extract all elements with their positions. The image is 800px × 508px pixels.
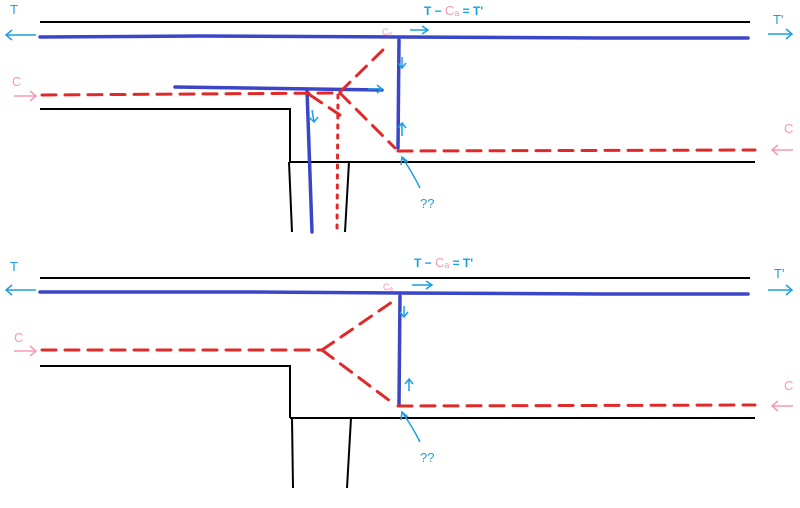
bottom-branch-right-wall xyxy=(346,417,352,489)
bottom-arrow-right-C xyxy=(770,400,793,412)
bottom-node-label: Cₐ xyxy=(383,282,393,292)
top-red-left-flow xyxy=(40,91,342,97)
bottom-question-label: ?? xyxy=(420,450,434,465)
bottom-equation-part1: T − xyxy=(414,256,435,270)
top-blue-vertical-branch xyxy=(305,88,314,234)
top-node-label: Cₐ xyxy=(382,27,392,37)
diagram-top: T T' C C T − Cₐ = T' Cₐ ?? xyxy=(4,2,794,234)
top-blue-inner-line xyxy=(173,85,384,92)
top-arrow-up-small xyxy=(397,121,407,136)
top-equation-part1: T − xyxy=(424,4,445,18)
top-branch-left-wall xyxy=(288,161,293,233)
top-arrow-node-right xyxy=(410,25,430,35)
top-arrow-branch-down xyxy=(308,109,319,124)
top-label-T-left: T xyxy=(10,2,18,17)
top-arrow-left-C xyxy=(14,90,38,102)
bottom-arrow-node-right xyxy=(412,280,434,290)
top-arrow-left-T xyxy=(4,29,36,41)
top-blue-main-line xyxy=(38,34,750,40)
bottom-blue-main-line xyxy=(38,290,750,296)
bottom-equation-ca: Cₐ xyxy=(435,255,449,270)
bottom-red-down-diagonal xyxy=(320,348,396,406)
top-equation-ca: Cₐ xyxy=(445,3,459,18)
top-red-right-flow xyxy=(396,148,757,153)
bottom-branch-left-wall xyxy=(291,417,294,489)
top-red-mini-diagonal xyxy=(308,93,342,117)
top-red-up-diagonal xyxy=(338,43,390,94)
top-red-branch-dotted xyxy=(335,93,340,234)
bottom-arrow-left-C xyxy=(14,345,38,357)
bottom-red-right-flow xyxy=(396,403,757,408)
bottom-arrow-down-small xyxy=(399,306,409,319)
top-branch-right-wall xyxy=(344,161,350,233)
top-label-T-right: T' xyxy=(773,12,783,27)
diagram-bottom: T T' C C T − Cₐ = T' Cₐ ?? xyxy=(4,255,794,489)
top-arrow-right-T xyxy=(768,28,794,40)
top-pointer-line xyxy=(400,155,421,189)
top-label-C-right: C xyxy=(784,121,793,136)
top-question-label: ?? xyxy=(420,196,434,211)
bottom-label-C-right: C xyxy=(784,378,793,393)
top-blue-vertical-right xyxy=(396,38,401,150)
bottom-arrow-right-T xyxy=(768,284,794,296)
bottom-arrow-up-small xyxy=(404,377,414,391)
top-red-down-diagonal xyxy=(338,91,397,150)
bottom-label-T-right: T' xyxy=(774,266,784,281)
top-equation-part2: = T' xyxy=(459,4,483,18)
bottom-red-up-diagonal xyxy=(320,300,394,352)
top-label-C-left: C xyxy=(12,74,21,89)
bottom-label-C-left: C xyxy=(14,330,23,345)
bottom-equation-part2: = T' xyxy=(449,256,473,270)
bottom-label-T-left: T xyxy=(10,259,18,274)
top-arrow-right-C xyxy=(770,144,793,156)
top-arrow-down-small xyxy=(397,57,407,70)
top-channel-lower-left-wall xyxy=(40,108,291,162)
bottom-pointer-line xyxy=(400,410,421,443)
bottom-arrow-left-T xyxy=(4,284,36,296)
bottom-equation-label: T − Cₐ = T' xyxy=(414,255,473,270)
top-equation-label: T − Cₐ = T' xyxy=(424,3,483,18)
top-arrow-inner-right xyxy=(368,84,384,94)
bottom-channel-lower-left-wall xyxy=(40,365,291,418)
bottom-blue-vertical-right xyxy=(397,294,402,406)
